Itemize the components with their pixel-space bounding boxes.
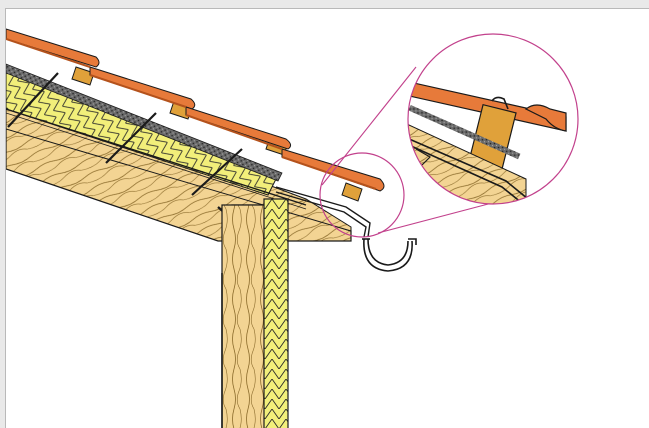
magnified-detail xyxy=(407,33,579,205)
wall-section xyxy=(221,198,289,428)
drip-edge-flashing xyxy=(275,186,371,238)
gutter-icon xyxy=(362,238,417,272)
drawing-canvas xyxy=(5,8,649,428)
roof-tiles xyxy=(6,28,385,192)
zoom-connector-top xyxy=(321,66,417,186)
zoom-detail-circle[interactable] xyxy=(319,152,405,238)
zoom-connector-bottom xyxy=(377,202,493,234)
roof-membrane-layer xyxy=(6,63,307,210)
roof-eave-section-drawing xyxy=(6,28,579,428)
